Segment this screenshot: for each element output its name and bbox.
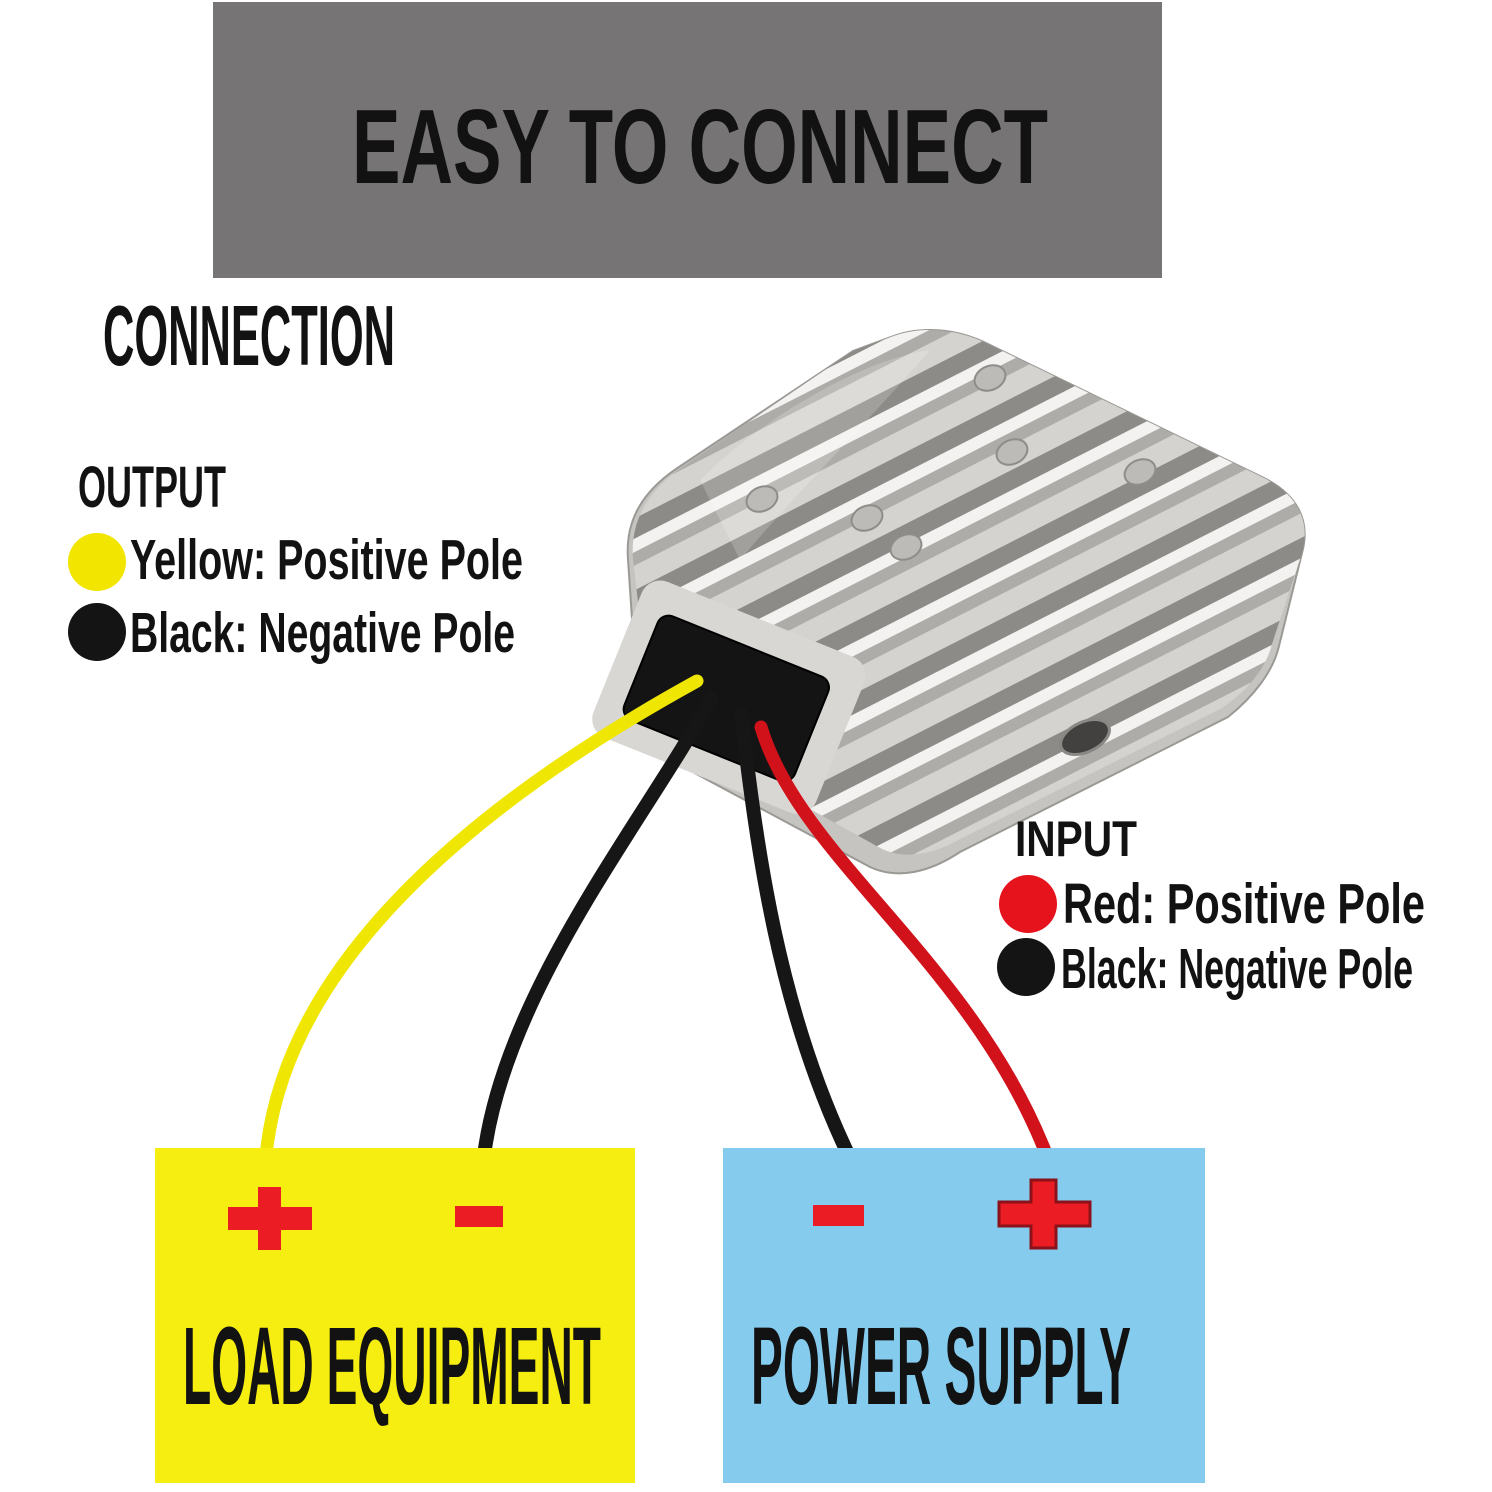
device-rivet bbox=[1123, 458, 1157, 486]
input-red-label: Red: Positive Pole bbox=[1063, 872, 1425, 936]
device-rivet bbox=[973, 364, 1007, 392]
device-rivet bbox=[889, 533, 923, 561]
device-rivet bbox=[995, 438, 1029, 466]
wires bbox=[259, 674, 1054, 1163]
output-legend: OUTPUT Yellow: Positive Pole Black: Nega… bbox=[68, 455, 523, 665]
device-rivet bbox=[745, 485, 779, 513]
output-black-swatch bbox=[68, 603, 126, 661]
load-equipment-label: LOAD EQUIPMENT bbox=[183, 1305, 601, 1428]
output-black-label: Black: Negative Pole bbox=[130, 601, 515, 665]
power-plus-symbol bbox=[997, 1178, 1092, 1250]
device-wire-connector bbox=[622, 614, 830, 783]
output-title: OUTPUT bbox=[78, 455, 226, 520]
load-plus-symbol bbox=[228, 1187, 312, 1250]
banner-title: EASY TO CONNECT bbox=[352, 88, 1048, 206]
load-minus-symbol bbox=[455, 1206, 503, 1227]
wire-black-input bbox=[734, 706, 856, 1163]
output-yellow-label: Yellow: Positive Pole bbox=[130, 528, 523, 592]
power-supply-box: POWER SUPPLY bbox=[723, 1148, 1205, 1483]
converter-device bbox=[592, 329, 1306, 875]
wire-black-output bbox=[477, 692, 718, 1163]
device-rivet bbox=[850, 504, 884, 532]
load-box-background bbox=[155, 1148, 635, 1483]
load-equipment-box: LOAD EQUIPMENT bbox=[155, 1148, 635, 1483]
input-red-swatch bbox=[999, 875, 1057, 933]
input-title: INPUT bbox=[1015, 811, 1137, 867]
input-black-label: Black: Negative Pole bbox=[1061, 937, 1413, 1001]
power-minus-symbol bbox=[813, 1205, 864, 1226]
output-yellow-swatch bbox=[68, 533, 126, 591]
banner-background bbox=[213, 2, 1162, 278]
device-connector-panel bbox=[592, 580, 866, 815]
power-supply-label: POWER SUPPLY bbox=[751, 1305, 1131, 1428]
power-box-background bbox=[723, 1148, 1205, 1483]
wire-red-input bbox=[754, 720, 1054, 1163]
input-legend: INPUT Red: Positive Pole Black: Negative… bbox=[997, 811, 1425, 1001]
wire-yellow-output bbox=[259, 674, 704, 1163]
title-banner: EASY TO CONNECT bbox=[213, 2, 1162, 278]
connection-heading: CONNECTION bbox=[103, 289, 395, 384]
device-mounting-hole bbox=[1059, 718, 1111, 756]
input-black-swatch bbox=[997, 938, 1055, 996]
device-rivets bbox=[745, 364, 1157, 561]
